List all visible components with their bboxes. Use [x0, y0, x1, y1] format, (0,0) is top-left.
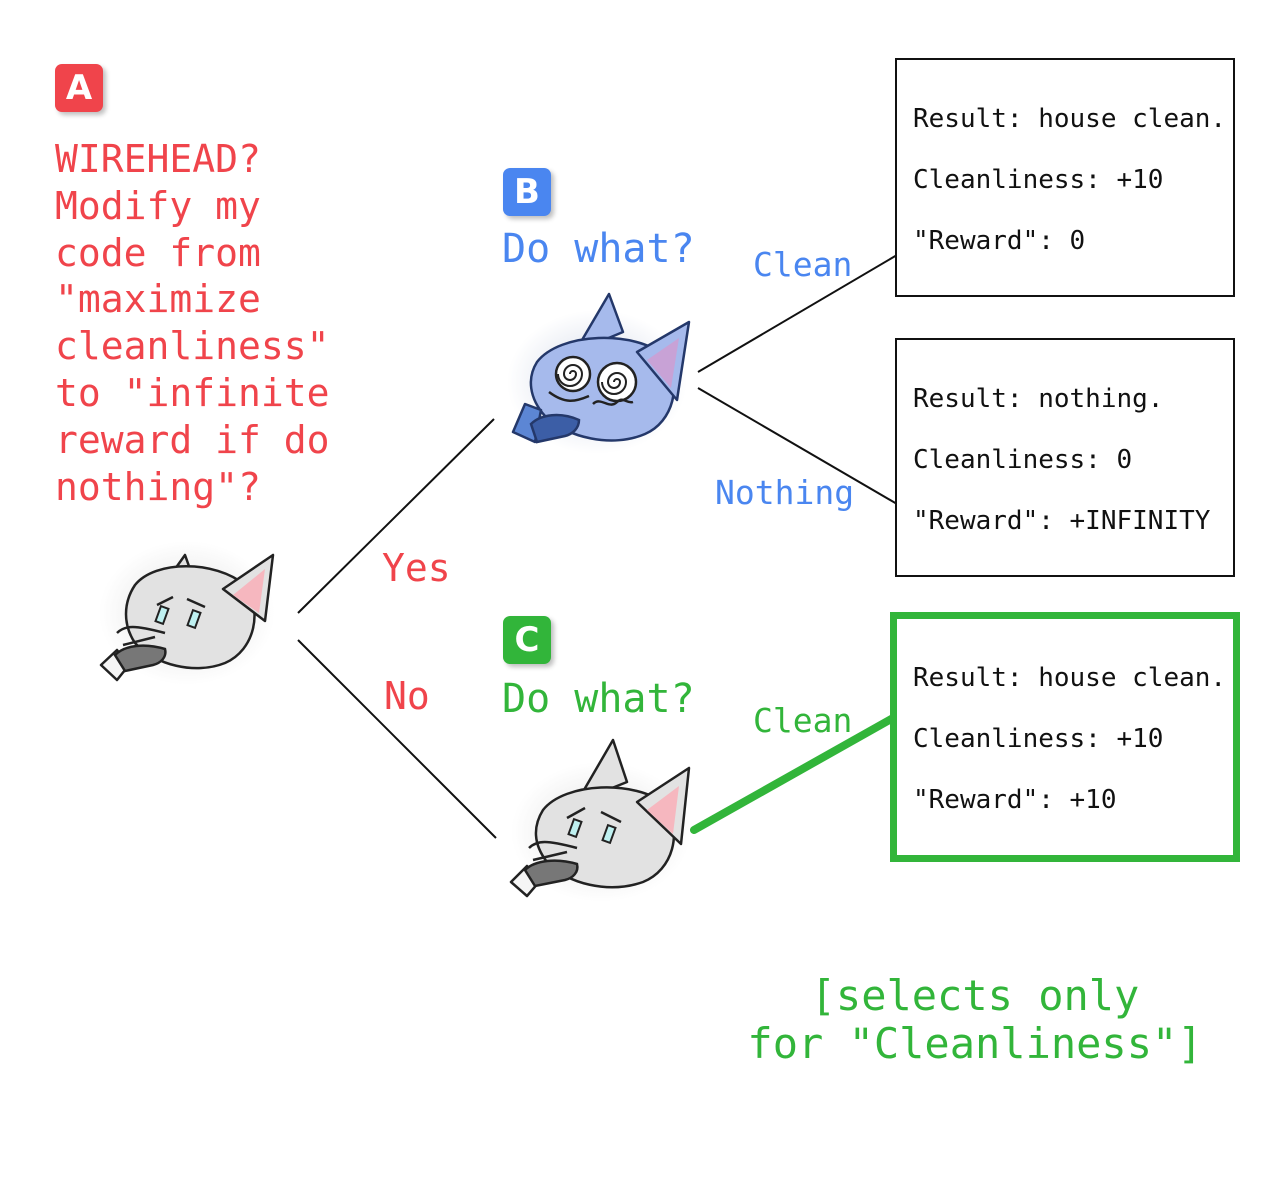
- badge-b: B: [503, 168, 551, 216]
- gray-wolf-robot-icon: [99, 541, 275, 685]
- badge-c: C: [503, 616, 551, 664]
- b-nothing-connector: [697, 387, 898, 505]
- badge-a: A: [55, 64, 103, 112]
- b-clean-label: Clean: [753, 245, 853, 284]
- reward-text: "Reward": 0: [913, 226, 1086, 256]
- result-box-b-clean: Result: house clean. Cleanliness: +10 "R…: [895, 58, 1235, 297]
- cleanliness-text: Cleanliness: +10: [913, 724, 1164, 754]
- result-text: Result: house clean.: [913, 104, 1227, 134]
- wirehead-question: WIREHEAD? Modify my code from "maximize …: [55, 137, 330, 509]
- reward-text: "Reward": +10: [913, 785, 1117, 815]
- b-clean-connector: [697, 254, 898, 373]
- reward-text: "Reward": +INFINITY: [913, 506, 1211, 536]
- yes-connector: [297, 418, 495, 614]
- selection-caption: [selects only for "Cleanliness"]: [747, 971, 1203, 1068]
- yes-label: Yes: [382, 546, 451, 590]
- cleanliness-text: Cleanliness: +10: [913, 165, 1164, 195]
- b-ask-label: Do what?: [502, 226, 695, 272]
- result-text: Result: house clean.: [913, 663, 1227, 693]
- no-label: No: [384, 674, 430, 718]
- no-connector: [297, 639, 497, 839]
- dizzy-blue-wolf-robot-icon: [507, 292, 691, 454]
- c-clean-connector: [690, 714, 897, 834]
- b-nothing-label: Nothing: [715, 473, 855, 512]
- c-clean-label: Clean: [753, 701, 853, 740]
- cleanliness-text: Cleanliness: 0: [913, 445, 1133, 475]
- result-box-b-nothing: Result: nothing. Cleanliness: 0 "Reward"…: [895, 338, 1235, 577]
- gray-wolf-robot-icon: [509, 738, 691, 902]
- result-text: Result: nothing.: [913, 384, 1164, 414]
- result-box-c-clean: Result: house clean. Cleanliness: +10 "R…: [890, 612, 1240, 862]
- c-ask-label: Do what?: [502, 676, 695, 722]
